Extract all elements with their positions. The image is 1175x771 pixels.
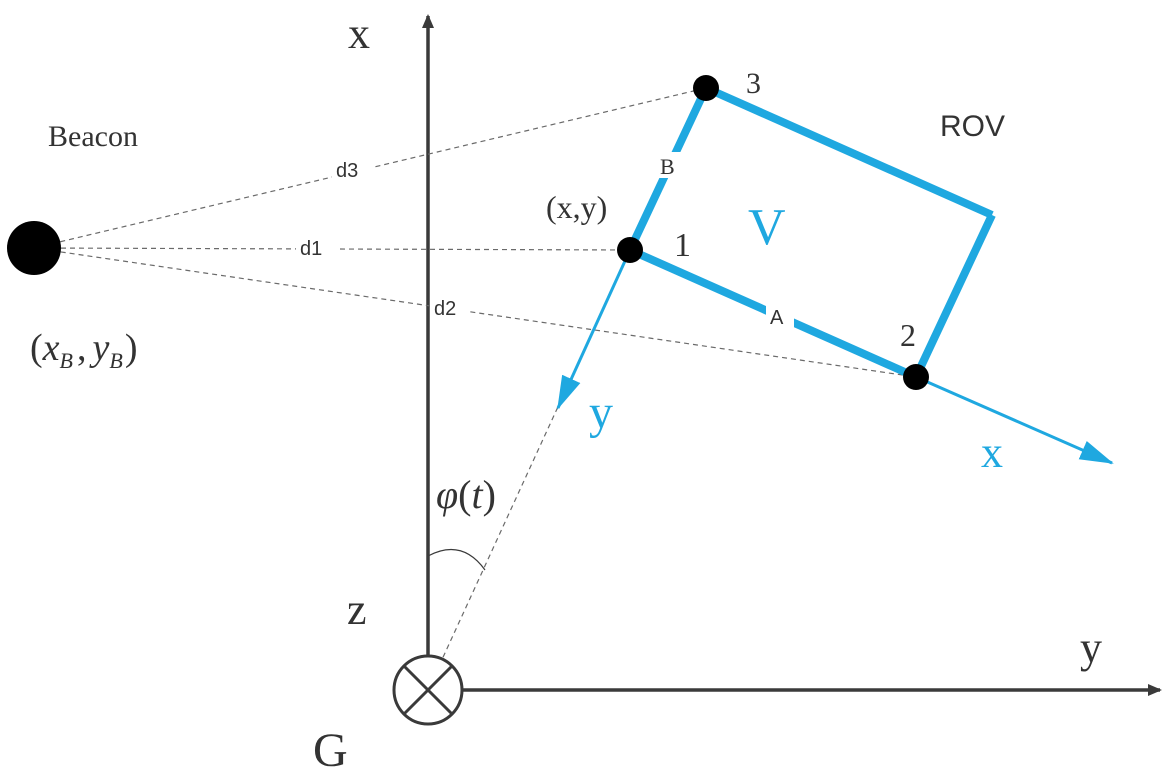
rov-side-top	[704, 84, 994, 219]
origin-label: G	[313, 724, 348, 771]
global-x-axis-label: x	[348, 9, 370, 58]
heading-open: (	[458, 472, 471, 517]
beacon-coord-close: )	[125, 327, 138, 369]
global-z-axis-label: z	[347, 585, 367, 634]
rov-label: ROV	[940, 110, 1005, 143]
body-x-axis	[915, 375, 1114, 465]
point-1-label: 1	[674, 227, 691, 264]
distance-label-d3: d3	[336, 160, 358, 182]
beacon-label: Beacon	[48, 120, 138, 153]
body-y-axis	[556, 249, 632, 410]
global-y-axis-label: y	[1080, 623, 1102, 672]
distance-label-d2: d2	[434, 298, 456, 320]
heading-angle-label: φ(t)	[436, 472, 496, 517]
rov-side-right	[912, 213, 996, 379]
heading-t: t	[471, 472, 483, 517]
distance-label-d1: d1	[300, 238, 322, 260]
point-2-label: 2	[900, 317, 916, 353]
distance-line-d2	[33, 247, 917, 378]
beacon-coord-x: x	[42, 327, 60, 369]
beacon-coord-open: (	[30, 327, 43, 369]
side-b-label: B	[660, 154, 675, 179]
point-3-marker	[693, 75, 719, 101]
beacon-coord-comma: ,	[77, 327, 87, 369]
beacon-coord-y: y	[88, 327, 109, 369]
point-1-coordinates: (x,y)	[546, 189, 607, 225]
beacon-marker	[7, 221, 61, 275]
circle-cross-icon	[392, 654, 464, 726]
beacon-coord-y-sub: B	[109, 348, 122, 373]
body-x-axis-label: x	[981, 428, 1003, 477]
heading-phi: φ	[436, 472, 458, 517]
beacon-coordinates: (xB,yB)	[30, 327, 137, 373]
point-3-label: 3	[746, 67, 761, 100]
heading-angle-arc	[427, 548, 486, 571]
heading-reference-line	[427, 397, 563, 691]
beacon-coord-x-sub: B	[60, 348, 73, 373]
body-y-axis-label: y	[589, 386, 613, 439]
heading-close: )	[483, 472, 496, 517]
velocity-label: V	[748, 199, 786, 256]
side-a-label: A	[770, 307, 784, 329]
point-1-marker	[617, 237, 643, 263]
point-2-marker	[903, 364, 929, 390]
